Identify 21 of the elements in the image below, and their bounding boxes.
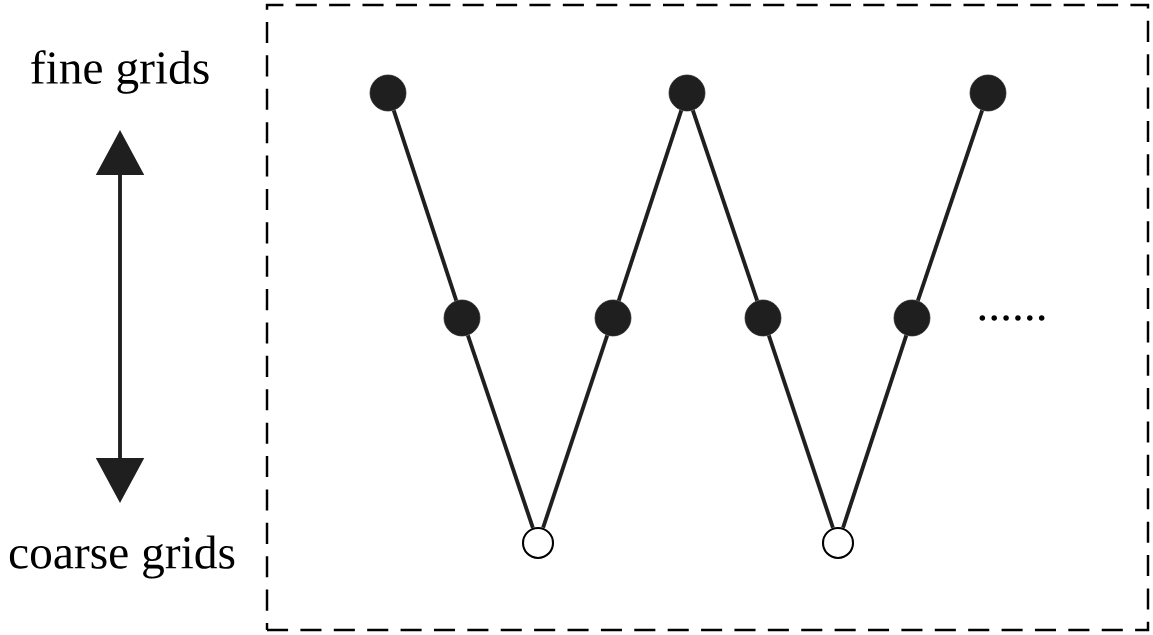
connector-line [766,334,835,529]
filled-dot [369,74,407,112]
connector-line [916,109,984,302]
label-text: coarse grids [9,535,235,579]
connector-line [541,334,610,529]
filled-dot [969,74,1007,112]
filled-dot [744,299,782,337]
label-text: ...... [979,315,1045,321]
filled-dot [893,299,931,337]
connector-line [391,109,459,302]
filled-dot [594,299,632,337]
connector-line [466,334,535,529]
label-text: fine grids [31,50,209,94]
open-circle [521,526,555,560]
filled-dot [443,299,481,337]
open-circle [821,526,855,560]
connector-line [841,334,909,529]
connector-line [691,109,759,302]
dashed-frame [265,3,1150,632]
filled-dot [668,74,706,112]
connector-line [616,109,684,302]
